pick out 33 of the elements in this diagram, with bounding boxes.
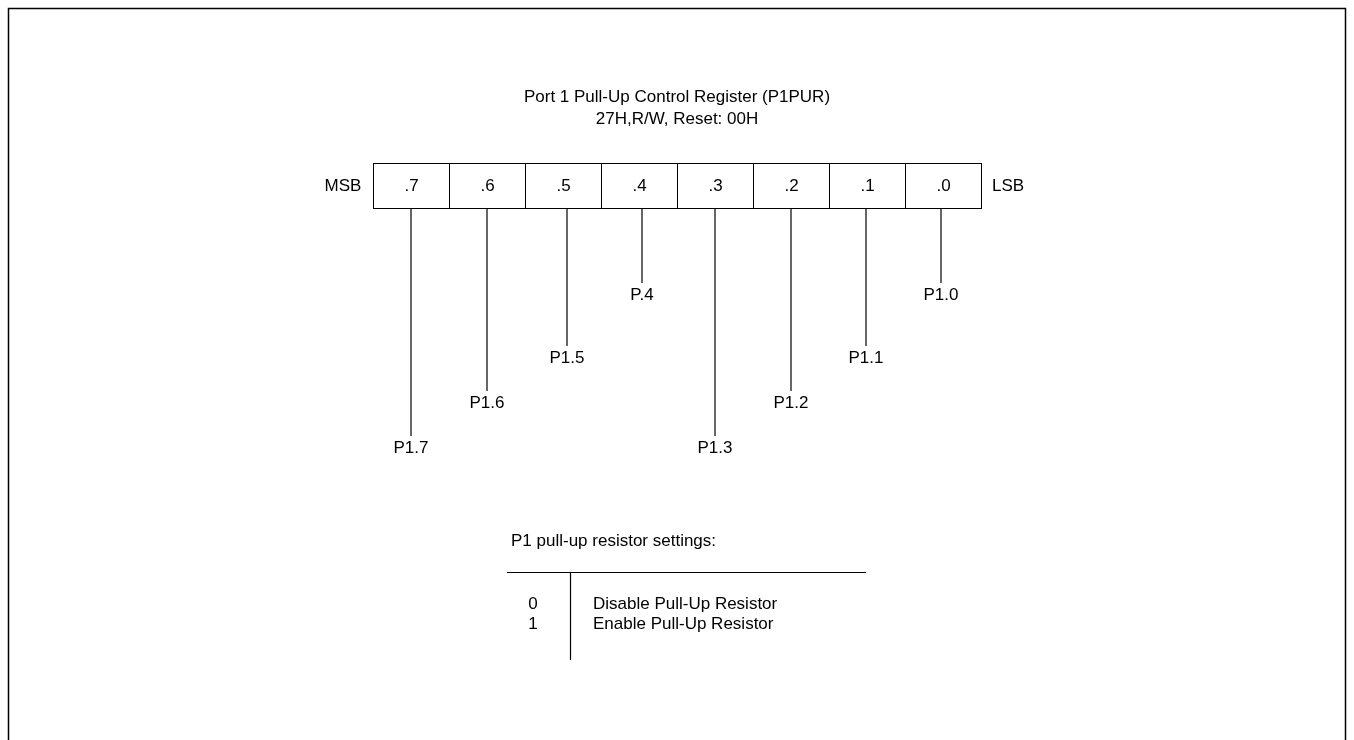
- leader-line: [714, 208, 716, 437]
- pin-label: P1.2: [773, 393, 809, 413]
- pin-label: P1.7: [393, 438, 429, 458]
- leader-line: [641, 208, 643, 284]
- register-bit-cell: .3: [677, 163, 754, 209]
- leader-line: [790, 208, 792, 392]
- pin-label: P1.0: [923, 285, 959, 305]
- setting-description: Enable Pull-Up Resistor: [593, 614, 774, 634]
- bit-value: 0: [528, 594, 538, 614]
- leader-line: [940, 208, 942, 284]
- setting-description: Disable Pull-Up Resistor: [593, 594, 778, 614]
- bit-value: 1: [528, 614, 538, 634]
- leader-line: [486, 208, 488, 392]
- pin-label: P1.1: [848, 348, 884, 368]
- pin-label: P1.6: [469, 393, 505, 413]
- register-bit-cell: .7: [373, 163, 450, 209]
- register-info: 27H,R/W, Reset: 00H: [595, 109, 759, 129]
- leader-line: [410, 208, 412, 437]
- register-bit-cell: .2: [753, 163, 830, 209]
- pin-label: P1.5: [549, 348, 585, 368]
- leader-line: [566, 208, 568, 347]
- register-title: Port 1 Pull-Up Control Register (P1PUR): [523, 87, 831, 107]
- settings-heading: P1 pull-up resistor settings:: [511, 531, 717, 551]
- leader-line: [865, 208, 867, 347]
- register-bit-cell: .0: [905, 163, 982, 209]
- msb-label: MSB: [324, 176, 362, 196]
- register-bit-cell: .4: [601, 163, 678, 209]
- register-bit-cell: .1: [829, 163, 906, 209]
- pin-label: P1.3: [697, 438, 733, 458]
- register-bit-cell: .5: [525, 163, 602, 209]
- pin-label: P.4: [630, 285, 654, 305]
- register-bit-cell: .6: [449, 163, 526, 209]
- lsb-label: LSB: [991, 176, 1025, 196]
